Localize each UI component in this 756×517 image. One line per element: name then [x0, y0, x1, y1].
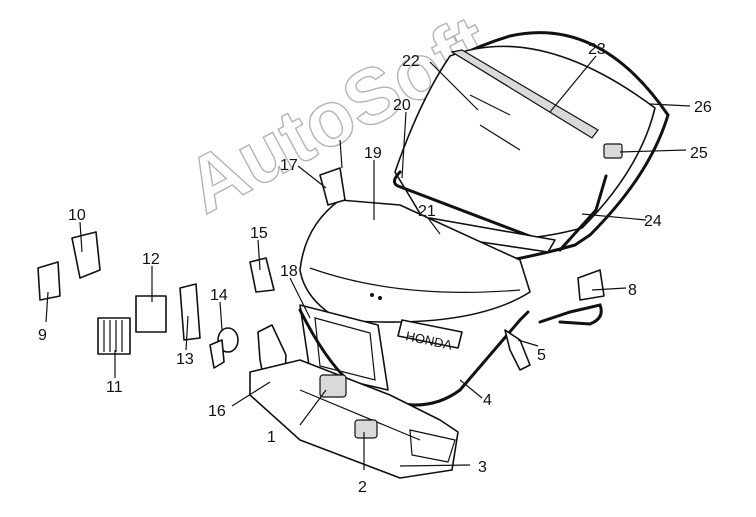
callout-labels: 1 2 3 4 5 8 9 10 11 12 13 14 15 16 17 18… — [38, 41, 712, 496]
callout-3: 3 — [478, 459, 487, 476]
callout-10: 10 — [68, 207, 86, 224]
part-12 — [135, 295, 167, 333]
callout-1: 1 — [267, 429, 276, 446]
hinge-17 — [319, 167, 346, 206]
part-13 — [179, 283, 201, 341]
callout-2: 2 — [358, 479, 367, 496]
callout-24: 24 — [644, 213, 662, 230]
lid-hinge — [504, 329, 531, 371]
callout-8: 8 — [628, 282, 637, 299]
latch-1 — [319, 374, 347, 398]
callout-11: 11 — [106, 379, 123, 396]
upper-moulding — [450, 49, 599, 139]
callout-9: 9 — [38, 327, 47, 344]
leader-lines — [45, 55, 691, 470]
callout-19: 19 — [364, 145, 382, 162]
callout-20: 20 — [393, 97, 411, 114]
callout-4: 4 — [483, 392, 492, 409]
part-15 — [249, 257, 275, 293]
honda-emblem: HONDA — [397, 319, 463, 353]
part-10 — [71, 231, 101, 279]
part-9 — [37, 261, 61, 301]
clip-25 — [603, 143, 623, 159]
callout-17: 17 — [280, 157, 298, 174]
callout-14: 14 — [210, 287, 228, 304]
callout-5: 5 — [537, 347, 546, 364]
striker-2 — [354, 419, 378, 439]
callout-22: 22 — [402, 53, 420, 70]
callout-23: 23 — [588, 41, 606, 58]
callout-18: 18 — [280, 263, 298, 280]
callout-15: 15 — [250, 225, 268, 242]
part-11 — [97, 317, 131, 355]
lock-cylinder-14 — [209, 327, 239, 369]
side-molding-right — [558, 174, 608, 252]
callout-12: 12 — [142, 251, 160, 268]
callout-21: 21 — [418, 203, 436, 220]
torsion-bar — [538, 303, 603, 326]
side-moulding — [393, 170, 542, 242]
callout-25: 25 — [690, 145, 708, 162]
callout-26: 26 — [694, 99, 712, 116]
callout-16: 16 — [208, 403, 226, 420]
callout-13: 13 — [176, 351, 194, 368]
windshield-glass — [394, 45, 656, 241]
